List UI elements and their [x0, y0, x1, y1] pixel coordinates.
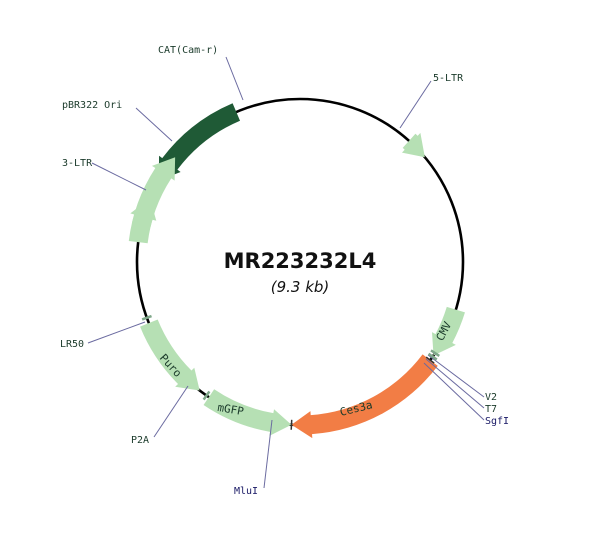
feature-ces3a	[291, 354, 438, 439]
callout-lines	[87, 56, 485, 489]
feature-5ltr	[401, 132, 425, 158]
feature-cat	[158, 103, 241, 181]
label-mlui: MluI	[234, 486, 258, 497]
label-lr50: LR50	[60, 339, 84, 350]
callout-pbr322	[135, 107, 173, 142]
callout-p2a	[153, 385, 189, 438]
marker-lr50	[141, 314, 152, 321]
plasmid-name: MR223232L4	[224, 249, 377, 273]
callout-mlui	[263, 419, 273, 489]
callout-cat	[225, 56, 244, 101]
label-pbr322: pBR322 Ori	[62, 100, 122, 111]
callout-3ltr	[91, 162, 147, 191]
features-layer	[128, 103, 465, 439]
feature-mgfp	[203, 389, 292, 436]
label-3ltr: 3-LTR	[62, 158, 93, 169]
label-mgfp: mGFP	[216, 401, 245, 418]
label-v2: V2	[485, 392, 497, 403]
feature-3ltr	[130, 198, 157, 228]
callout-t7	[425, 358, 485, 409]
callout-lr50	[87, 321, 146, 344]
plasmid-size: (9.3 kb)	[271, 278, 330, 296]
label-p2a: P2A	[131, 435, 149, 446]
marker-sgfi	[425, 356, 435, 364]
feature-puro	[140, 319, 200, 391]
label-t7: T7	[485, 404, 497, 415]
markers-layer	[141, 314, 440, 430]
feature-pbr322	[128, 157, 176, 244]
marker-p2a	[202, 390, 211, 401]
marker-t7	[427, 352, 438, 361]
feature-cmv	[432, 306, 465, 356]
callout-v2	[427, 354, 485, 398]
callout-sgfi	[423, 362, 485, 421]
label-sgfi: SgfI	[485, 416, 509, 427]
marker-v2	[430, 349, 440, 357]
label-cat: CAT(Cam-r)	[158, 45, 218, 56]
label-5ltr: 5-LTR	[433, 73, 464, 84]
callout-5ltr	[399, 80, 432, 129]
marker-mlui	[290, 419, 293, 430]
